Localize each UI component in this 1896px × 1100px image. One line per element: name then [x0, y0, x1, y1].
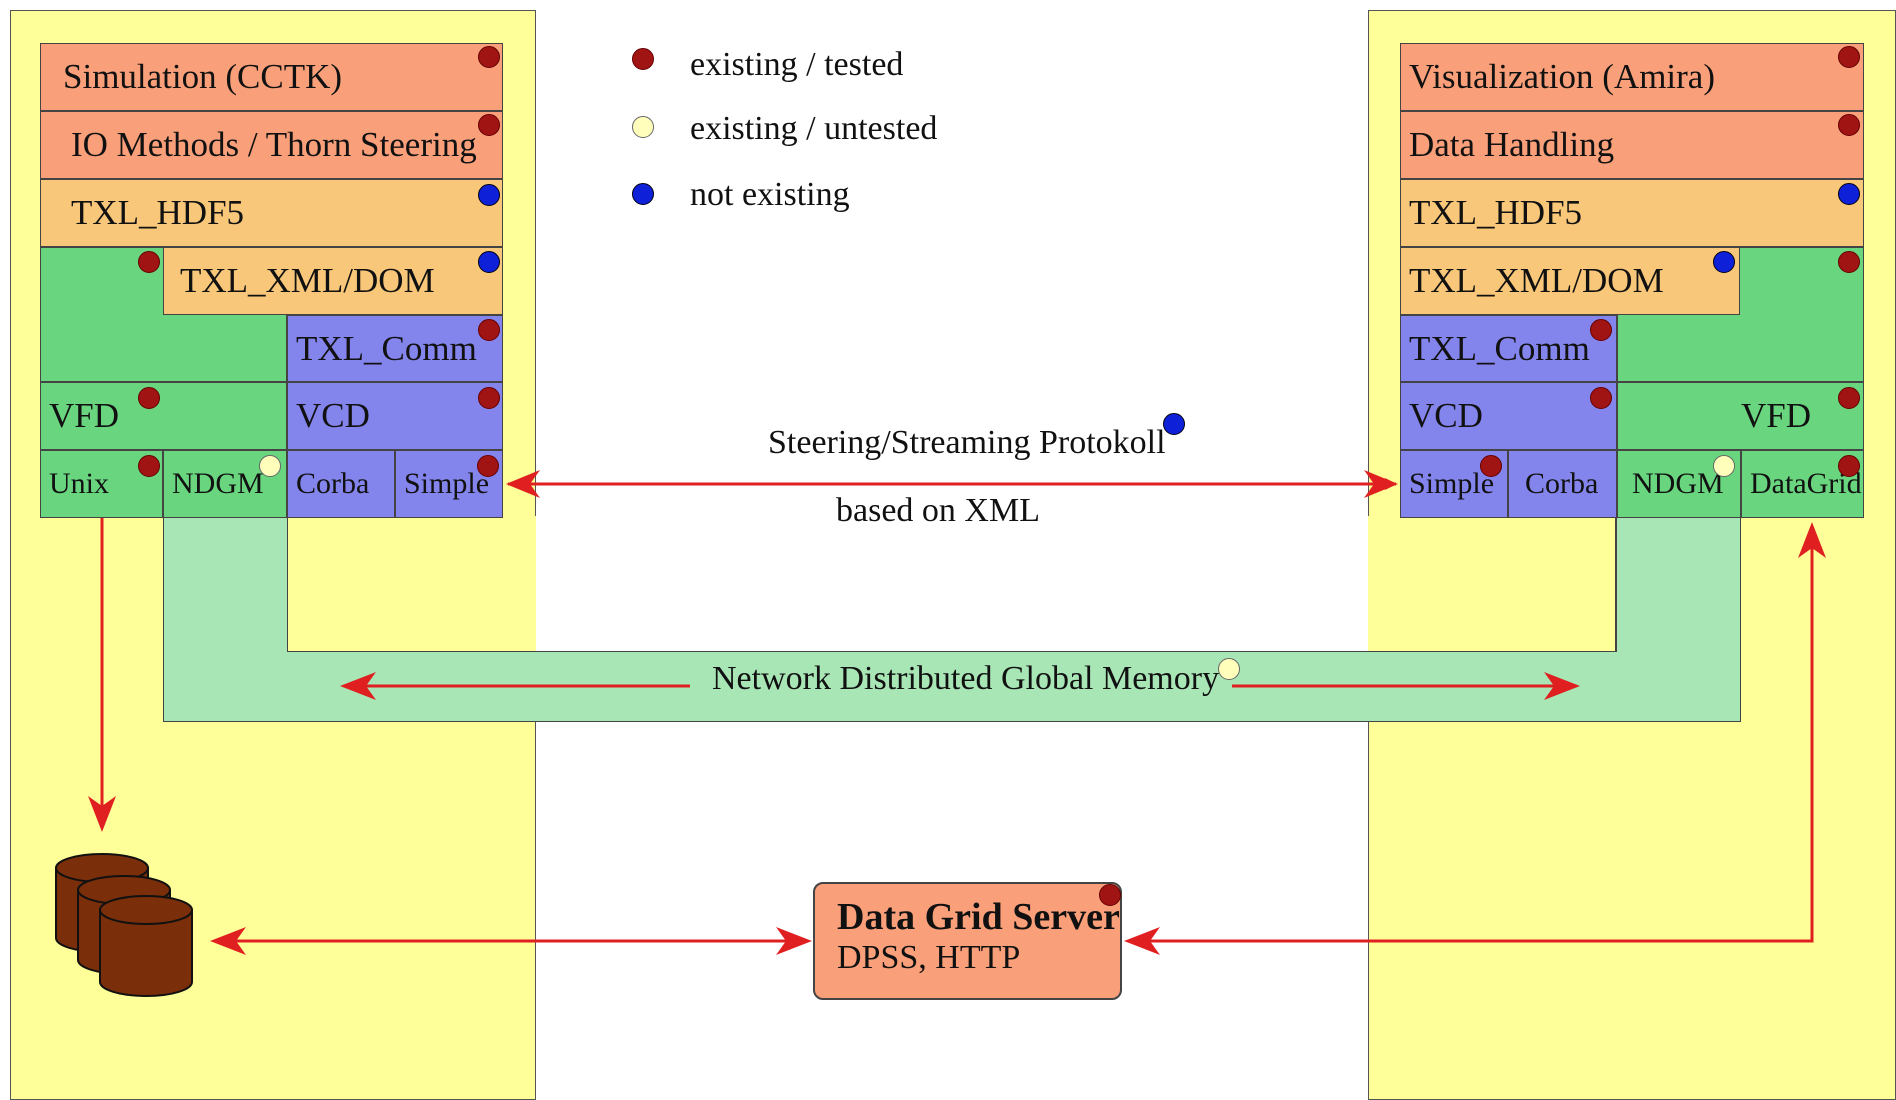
right-corba-label: Corba — [1525, 467, 1599, 500]
left-xml-dom-label: TXL_XML/DOM — [180, 261, 435, 300]
disk-storage-icon — [55, 853, 193, 997]
protocol-arrow-left-head — [506, 470, 540, 498]
left-vfd-box: VFD — [40, 382, 287, 450]
status-dot-right-green-block — [1838, 251, 1860, 273]
right-vfd-label: VFD — [1740, 396, 1811, 435]
datagrid-server-arrow-up-head — [1798, 522, 1826, 558]
status-dot-left-vfd — [138, 387, 160, 409]
right-hdf5-label: TXL_HDF5 — [1409, 193, 1583, 232]
data-grid-server-box: Data Grid Server DPSS, HTTP — [813, 882, 1122, 1000]
right-ndgm-label: NDGM — [1632, 467, 1724, 500]
right-datagrid-box: DataGrid — [1741, 450, 1864, 518]
status-dot-left-vcd — [478, 387, 500, 409]
status-dot-left-hdf5 — [478, 184, 500, 206]
status-dot-right-hdf5 — [1838, 183, 1860, 205]
ndgm-band-left-panel-fill — [287, 516, 536, 651]
right-data-handling-box: Data Handling — [1400, 111, 1864, 179]
right-xml-dom-label: TXL_XML/DOM — [1409, 261, 1664, 300]
left-vfd-label: VFD — [49, 396, 120, 435]
status-dot-left-comm — [478, 319, 500, 341]
server-subtitle: DPSS, HTTP — [837, 939, 1021, 976]
disk-server-arrow-left-head — [210, 927, 246, 955]
right-vcd-label: VCD — [1409, 396, 1483, 435]
status-dot-right-ndgm — [1713, 455, 1735, 477]
legend-label-not-existing: not existing — [690, 176, 850, 213]
right-visualization-box: Visualization (Amira) — [1400, 43, 1864, 111]
ndgm-arrow-left-head — [340, 672, 376, 700]
status-dot-left-simple — [477, 455, 499, 477]
protocol-arrow-right-head — [1364, 470, 1398, 498]
left-corba-box: Corba — [287, 450, 395, 518]
left-io-methods-box: IO Methods / Thorn Steering — [40, 111, 503, 179]
left-comm-label: TXL_Comm — [296, 328, 477, 368]
server-title: Data Grid Server — [837, 896, 1120, 938]
right-comm-box: TXL_Comm — [1400, 315, 1617, 382]
status-dot-protocol — [1163, 413, 1185, 435]
status-dot-left-xml-dom — [478, 251, 500, 273]
right-xml-dom-box: TXL_XML/DOM — [1400, 247, 1740, 315]
status-dot-left-green-block — [138, 251, 160, 273]
status-dot-right-vcd — [1590, 387, 1612, 409]
left-vcd-box: VCD — [287, 382, 503, 450]
status-dot-left-io-methods — [478, 114, 500, 136]
left-unix-label: Unix — [49, 467, 109, 500]
legend-dot-tested — [632, 48, 654, 70]
status-dot-right-xml-dom — [1713, 251, 1735, 273]
status-dot-server — [1099, 884, 1121, 906]
left-xml-dom-box: TXL_XML/DOM — [163, 247, 503, 315]
left-comm-box: TXL_Comm — [287, 315, 503, 382]
right-vcd-box: VCD — [1400, 382, 1617, 450]
legend-dot-untested — [632, 116, 654, 138]
ndgm-arrow-right-head — [1544, 672, 1580, 700]
left-vcd-label: VCD — [296, 396, 370, 435]
disk-server-arrow-right-head — [776, 927, 812, 955]
right-comm-label: TXL_Comm — [1409, 328, 1590, 368]
protocol-label: Steering/Streaming Protokoll — [768, 424, 1166, 461]
right-data-handling-label: Data Handling — [1409, 125, 1615, 164]
right-ndgm-box: NDGM — [1617, 450, 1741, 518]
right-simple-label: Simple — [1409, 467, 1495, 500]
left-corba-label: Corba — [296, 467, 370, 500]
left-simulation-box: Simulation (CCTK) — [40, 43, 503, 111]
datagrid-server-arrow — [1130, 530, 1814, 943]
left-hdf5-box: TXL_HDF5 — [40, 179, 503, 247]
right-vfd-box: VFD — [1617, 382, 1864, 450]
right-corba-box: Corba — [1508, 450, 1617, 518]
status-dot-right-datagrid — [1838, 455, 1860, 477]
legend-dot-not-existing — [632, 183, 654, 205]
ndgm-band-right-panel-fill — [1368, 516, 1616, 651]
left-unix-box: Unix — [40, 450, 163, 518]
left-simulation-label: Simulation (CCTK) — [63, 57, 343, 96]
datagrid-server-arrow-left-head — [1124, 927, 1160, 955]
legend-label-tested: existing / tested — [690, 46, 904, 83]
status-dot-left-unix — [138, 455, 160, 477]
left-hdf5-label: TXL_HDF5 — [71, 193, 245, 232]
status-dot-left-ndgm — [259, 455, 281, 477]
memory-label: Network Distributed Global Memory — [700, 660, 1232, 698]
right-hdf5-box: TXL_HDF5 — [1400, 179, 1864, 247]
status-dot-right-simple — [1480, 455, 1502, 477]
status-dot-left-simulation — [478, 46, 500, 68]
status-dot-right-comm — [1590, 319, 1612, 341]
unix-down-arrow-head — [88, 796, 116, 832]
left-simple-label: Simple — [404, 467, 490, 500]
legend-label-untested: existing / untested — [690, 110, 938, 147]
protocol-sublabel: based on XML — [836, 492, 1040, 529]
left-io-methods-label: IO Methods / Thorn Steering — [71, 125, 477, 164]
status-dot-right-vfd — [1838, 387, 1860, 409]
right-visualization-label: Visualization (Amira) — [1409, 57, 1715, 96]
status-dot-right-data-handling — [1838, 114, 1860, 136]
left-ndgm-label: NDGM — [172, 467, 264, 500]
status-dot-memory — [1218, 658, 1240, 680]
status-dot-right-visualization — [1838, 46, 1860, 68]
